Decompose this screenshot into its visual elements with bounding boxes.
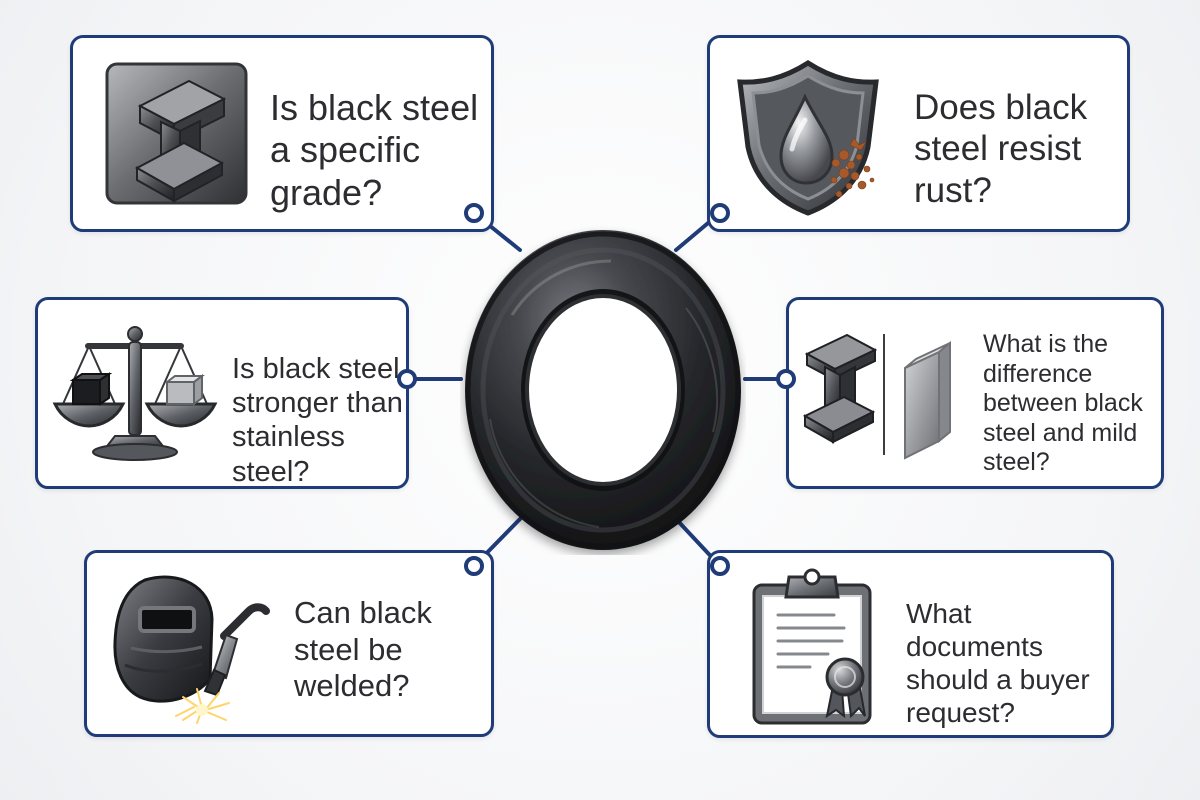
faq-card-welded[interactable]: Can black steel be welded? bbox=[84, 550, 494, 737]
connector-node-bottom-right bbox=[710, 556, 730, 576]
black-steel-ring-icon bbox=[465, 230, 741, 550]
clipboard-certificate-icon bbox=[752, 568, 872, 725]
welding-helmet-torch-icon bbox=[113, 575, 270, 724]
faq-question-stronger-than-stainless: Is black steel stronger than stainless s… bbox=[232, 353, 403, 488]
faq-question-specific-grade: Is black steel a specific grade? bbox=[270, 87, 479, 213]
faq-card-specific-grade[interactable]: Is black steel a specific grade? bbox=[70, 35, 494, 232]
connector-node-top-left bbox=[464, 203, 484, 223]
connector-node-middle-right bbox=[776, 369, 796, 389]
faq-card-stronger-than-stainless[interactable]: Is black steel stronger than stainless s… bbox=[35, 297, 409, 489]
faq-question-buyer-documents: What documents should a buyer request? bbox=[906, 598, 1090, 729]
connector-node-middle-left bbox=[397, 369, 417, 389]
i-beam-and-steel-block-icon bbox=[802, 333, 951, 460]
faq-card-buyer-documents[interactable]: What documents should a buyer request? bbox=[707, 550, 1114, 738]
connector-node-top-right bbox=[710, 203, 730, 223]
faq-question-welded: Can black steel be welded? bbox=[294, 595, 432, 704]
faq-question-difference-mild-steel: What is the difference between black ste… bbox=[983, 330, 1143, 476]
faq-card-difference-mild-steel[interactable]: What is the difference between black ste… bbox=[786, 297, 1164, 489]
faq-question-resist-rust: Does black steel resist rust? bbox=[914, 88, 1088, 210]
shield-water-drop-rust-icon bbox=[737, 60, 879, 216]
balance-scale-icon bbox=[52, 326, 218, 461]
connector-node-bottom-left bbox=[464, 556, 484, 576]
steel-i-beam-icon bbox=[105, 62, 248, 205]
faq-card-resist-rust[interactable]: Does black steel resist rust? bbox=[707, 35, 1130, 232]
